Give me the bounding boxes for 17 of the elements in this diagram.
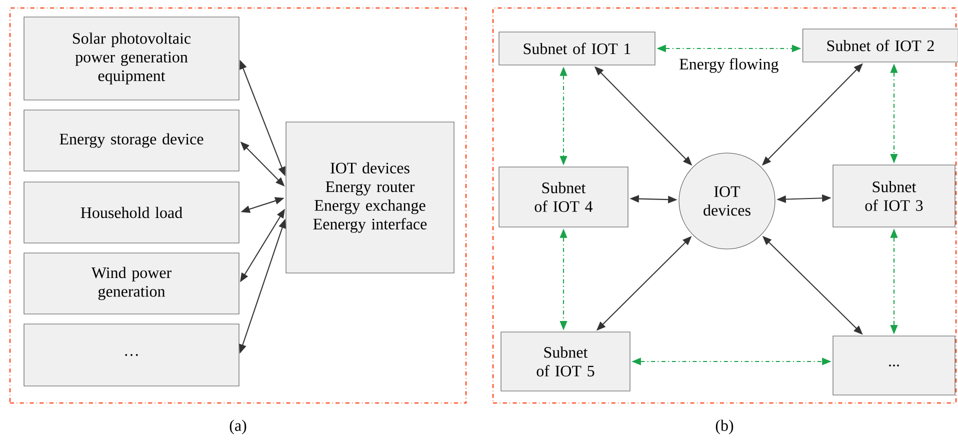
process-box: Subnet of IOT 5 [500, 332, 630, 392]
panel-frame [9, 7, 467, 404]
edge-label: Energy flowing [678, 56, 780, 74]
panel-frame [492, 7, 957, 404]
process-box: Household load [24, 182, 240, 244]
process-box: Subnet of IOT 3 [832, 164, 956, 228]
process-box: ... [832, 336, 956, 396]
process-box: Energy storage device [24, 110, 240, 172]
panel-caption: (b) [716, 420, 734, 434]
process-box: Solar photovoltaic power generation equipment [24, 16, 240, 100]
panel-caption: (a) [230, 420, 246, 434]
process-box: IOT devices Energy router Energy exchange Eenergy interface [286, 122, 454, 274]
process-box: Subnet of IOT 4 [498, 166, 628, 228]
process-box: Subnet of IOT 2 [802, 28, 958, 62]
process-box: Subnet of IOT 1 [498, 32, 656, 66]
process-box: Wind power generation [24, 252, 240, 314]
process-box: … [24, 324, 240, 386]
